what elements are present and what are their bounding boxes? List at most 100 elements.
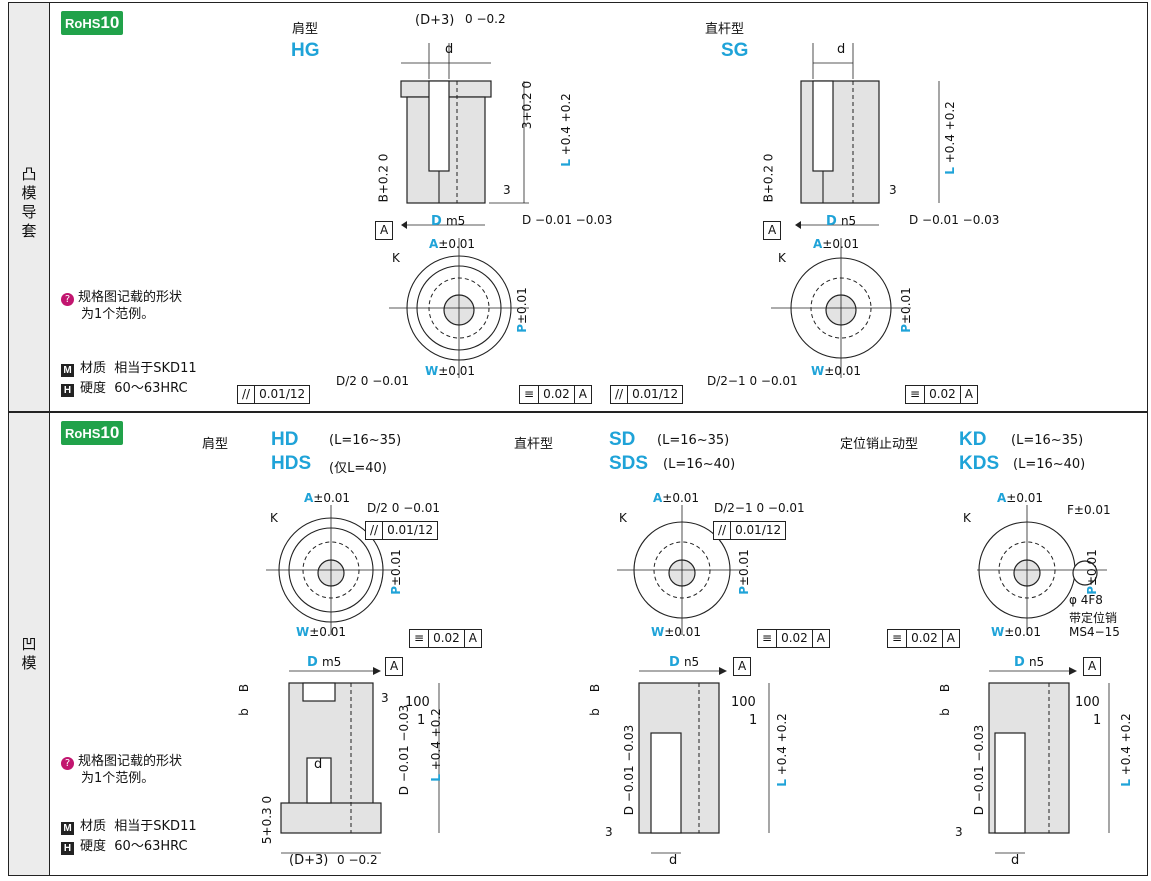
dim-tol: ±0.01 — [822, 237, 860, 251]
dim-tol: ±0.01 — [736, 549, 751, 586]
dim-label: D — [307, 655, 318, 670]
dim-tol: D −0.01 −0.03 — [972, 724, 987, 816]
dim-tol: ±0.01 — [1004, 625, 1042, 639]
material-icon: M — [61, 822, 74, 835]
taper-ratio: 1 — [749, 713, 758, 728]
section-die-bushing: 凹模 RoHS10 肩型 HD (L=16~35) HDS (仅L=40) 直杆… — [8, 412, 1148, 876]
type-name: 肩型 — [292, 22, 319, 37]
sg-top-view — [771, 238, 911, 378]
dim-label: B — [237, 683, 252, 693]
dim-tol: ±0.01 — [313, 491, 351, 505]
dim-label: D/2 — [367, 501, 388, 515]
dim-tol: ±0.01 — [438, 364, 476, 378]
dim-label: P — [736, 585, 751, 595]
type-code: SDS — [609, 453, 649, 474]
type-name: 肩型 — [202, 437, 229, 452]
dim-label: 3 — [503, 183, 511, 197]
type-code: HG — [291, 40, 320, 61]
dim-label: d — [669, 853, 678, 868]
dim-label: K — [778, 251, 786, 265]
dim-label: D/2 — [336, 374, 357, 388]
dim-label: n5 — [1028, 655, 1045, 669]
type-name: 直杆型 — [705, 22, 745, 37]
datum-box: A — [733, 657, 752, 676]
dim-label: d — [837, 42, 846, 57]
dim-tol: ±0.01 — [388, 549, 403, 586]
taper-ratio: 100 — [731, 695, 756, 710]
type-range: (仅L=40) — [329, 461, 387, 476]
dim-tol: ±0.01 — [309, 625, 347, 639]
dim-label: D — [826, 214, 837, 229]
dim-label: F±0.01 — [1067, 503, 1111, 517]
dim-label: B — [588, 683, 603, 693]
dim-label: m5 — [321, 655, 342, 669]
dim-label: 3 — [381, 691, 389, 705]
dim-tol: ±0.01 — [662, 491, 700, 505]
taper-ratio: 1 — [1093, 713, 1102, 728]
dim-tol: 3+0.2 0 — [520, 80, 535, 130]
dim-tol: +0.4 +0.2 — [558, 93, 573, 156]
section-label: 凸模导套 — [21, 165, 37, 240]
dim-label: P — [514, 323, 529, 333]
dim-label: K — [392, 251, 400, 265]
dim-tol: +0.4 +0.2 — [942, 101, 957, 164]
pin-note: MS4−15 — [1069, 625, 1120, 639]
parallelism-frame: //0.01/12 — [365, 521, 439, 540]
dim-label: W — [651, 625, 665, 639]
datum-box: A — [375, 221, 394, 240]
parallelism-frame: //0.01/12 — [610, 385, 684, 404]
dim-label: (D+3) — [415, 13, 455, 28]
dim-label: d — [445, 42, 454, 57]
dim-label: W — [991, 625, 1005, 639]
dim-label: 3 — [605, 825, 613, 839]
dim-tol: 5+0.3 0 — [260, 795, 275, 845]
dim-label: L — [942, 167, 957, 175]
dim-label: m5 — [445, 214, 466, 228]
dim-label: D — [669, 655, 680, 670]
dim-label: P — [388, 585, 403, 595]
dim-label: A — [429, 237, 439, 251]
dim-tol: B+0.2 0 — [761, 153, 776, 203]
dim-label: A — [997, 491, 1007, 505]
hardness-icon: H — [61, 842, 74, 855]
type-code: KDS — [959, 453, 1000, 474]
dim-label: K — [619, 511, 627, 525]
dim-label: P — [898, 323, 913, 333]
dim-tol: ±0.01 — [824, 364, 862, 378]
type-name: 定位销止动型 — [840, 437, 919, 452]
datum-box: A — [385, 657, 404, 676]
type-range: (L=16~35) — [1011, 433, 1084, 448]
dim-label: L — [558, 159, 573, 167]
taper-ratio: 1 — [417, 713, 426, 728]
info-icon: ? — [61, 293, 74, 306]
dim-label: A — [304, 491, 314, 505]
dim-tol: 0 −0.2 — [337, 853, 378, 867]
dim-tol: +0.4 +0.2 — [1118, 713, 1133, 776]
dim-tol: +0.4 +0.2 — [774, 713, 789, 776]
dim-tol: 0 −0.01 — [391, 501, 440, 515]
sg-side-view — [795, 43, 940, 229]
dim-label: n5 — [683, 655, 700, 669]
rohs-badge: RoHS10 — [61, 421, 124, 445]
kd-top-view — [977, 505, 1107, 635]
type-range: (L=16~40) — [663, 457, 736, 472]
sidebar: 凹模 — [9, 413, 50, 875]
datum-box: A — [1083, 657, 1102, 676]
type-name: 直杆型 — [514, 437, 554, 452]
dim-label: 3 — [955, 825, 963, 839]
dim-label: B — [938, 683, 953, 693]
dim-label: b — [587, 708, 602, 716]
dim-tol: D −0.01 −0.03 — [522, 213, 613, 227]
sidebar: 凸模导套 — [9, 3, 50, 411]
dim-tol: ±0.01 — [438, 237, 476, 251]
sd-side-view — [638, 667, 770, 854]
dim-label: D/2−1 — [707, 374, 746, 388]
dim-tol: ±0.01 — [514, 287, 529, 324]
dim-label: D — [1014, 655, 1025, 670]
dim-tol: 0 −0.01 — [756, 501, 805, 515]
